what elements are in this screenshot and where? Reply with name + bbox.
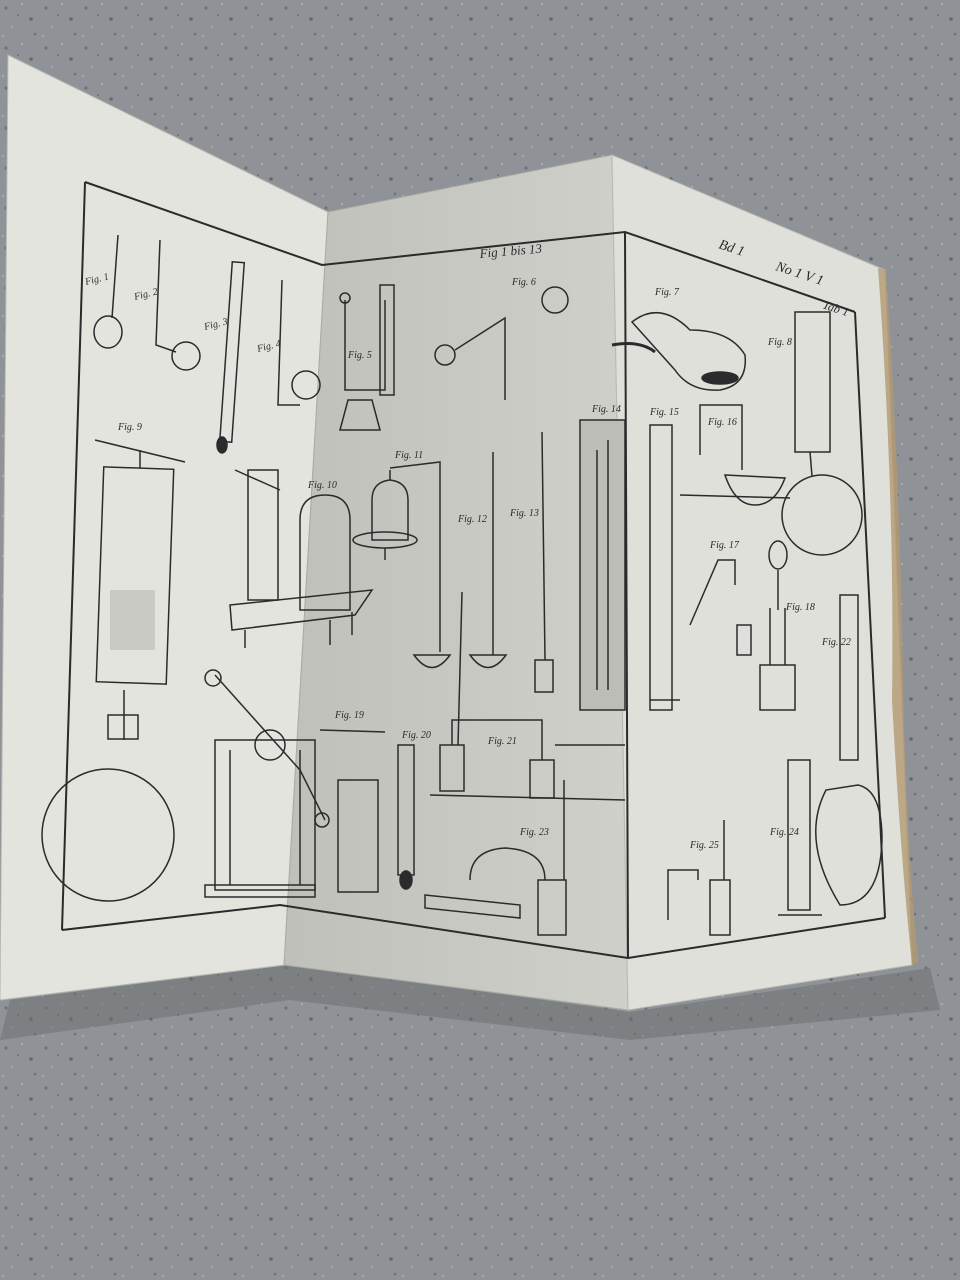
book-shadow bbox=[0, 965, 940, 1040]
left-page bbox=[0, 54, 329, 1001]
figure-label: Fig. 25 bbox=[689, 840, 719, 851]
figure-label: Fig. 12 bbox=[457, 514, 487, 525]
figure-label: Fig. 24 bbox=[769, 827, 799, 838]
left-page-drawings bbox=[41, 234, 374, 902]
middle-page-drawings bbox=[319, 284, 626, 936]
figure-label: Fig. 7 bbox=[654, 287, 680, 298]
figure-label: Fig. 17 bbox=[709, 540, 740, 551]
figure-label: Fig. 16 bbox=[707, 417, 737, 428]
figure-label: Fig. 11 bbox=[394, 450, 423, 461]
plate-header-left: Fig 1 bis 13 bbox=[478, 241, 543, 262]
figure-label: Fig. 20 bbox=[401, 730, 431, 741]
figure-label: Fig. 10 bbox=[307, 480, 337, 491]
figure-label: Fig. 13 bbox=[509, 508, 539, 519]
plate-frame bbox=[61, 181, 886, 960]
paper-edge-stain bbox=[878, 268, 918, 965]
figure-labels: Fig. 1 Fig. 2 Fig. 3 Fig. 4 Fig. 5 Fig. … bbox=[83, 271, 851, 851]
figure-label: Fig. 19 bbox=[334, 710, 364, 721]
figure-label: Fig. 23 bbox=[519, 827, 549, 838]
figure-label: Fig. 9 bbox=[117, 422, 142, 433]
figure-label: Fig. 5 bbox=[347, 350, 372, 361]
figure-label: Fig. 6 bbox=[511, 277, 536, 288]
figure-label: Fig. 21 bbox=[487, 736, 517, 747]
middle-page bbox=[283, 154, 629, 1011]
figure-label: Fig. 18 bbox=[785, 602, 815, 613]
figure-label: Fig. 14 bbox=[591, 404, 621, 415]
figure-label: Fig. 8 bbox=[767, 337, 792, 348]
right-page-drawings bbox=[611, 311, 883, 936]
figure-label: Fig. 22 bbox=[821, 637, 851, 648]
figure-label: Fig. 15 bbox=[649, 407, 679, 418]
right-page bbox=[611, 154, 913, 1011]
